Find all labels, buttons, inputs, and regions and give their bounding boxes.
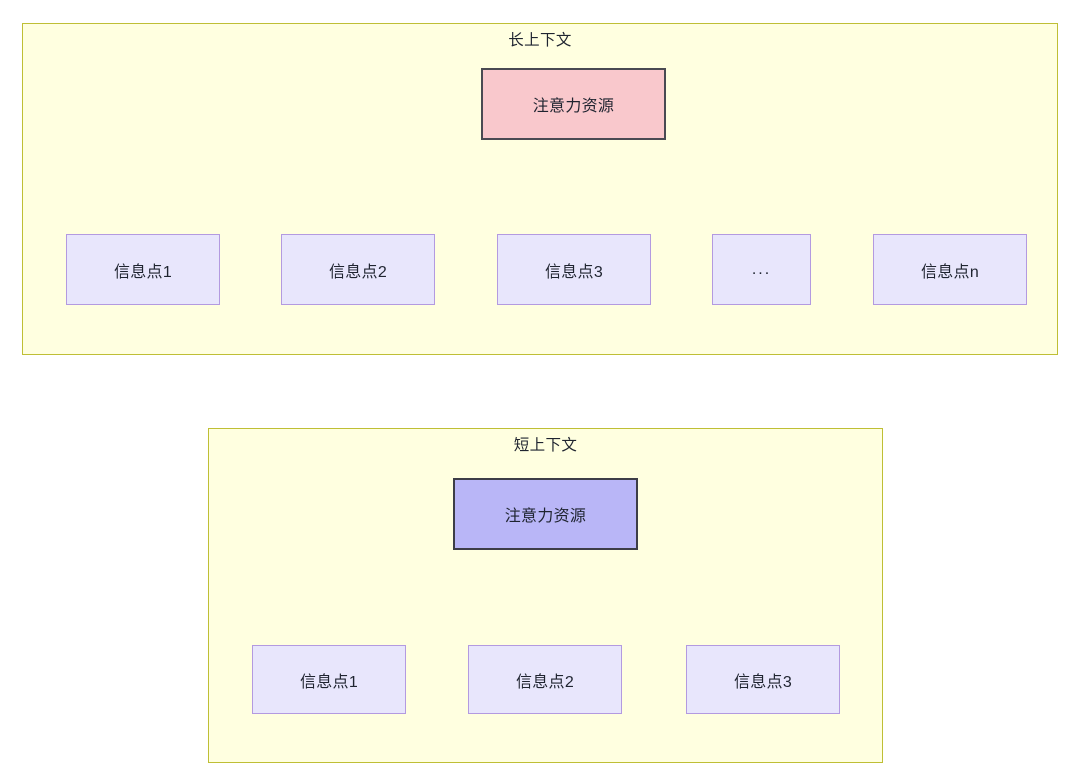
short-context-attention-node[interactable]: 注意力资源	[453, 478, 638, 550]
long-context-info-node-1[interactable]: 信息点1	[66, 234, 220, 305]
short-context-info-label-1: 信息点1	[299, 673, 359, 691]
long-context-info-label-3: 信息点3	[544, 263, 604, 281]
long-context-attention-label: 注意力资源	[532, 98, 615, 115]
long-context-attention-node[interactable]: 注意力资源	[481, 68, 666, 140]
short-context-info-node-3[interactable]: 信息点3	[686, 645, 840, 714]
short-context-info-label-2: 信息点2	[515, 673, 575, 691]
long-context-info-label-2: 信息点2	[328, 263, 388, 281]
short-context-title: 短上下文	[513, 437, 578, 454]
short-context-attention-label: 注意力资源	[504, 508, 587, 525]
long-context-info-node-3[interactable]: 信息点3	[497, 234, 651, 305]
long-context-info-label-ellipsis: ...	[751, 260, 772, 278]
long-context-info-label-n: 信息点n	[920, 263, 980, 281]
long-context-info-label-1: 信息点1	[113, 263, 173, 281]
long-context-info-node-n[interactable]: 信息点n	[873, 234, 1027, 305]
long-context-info-node-ellipsis[interactable]: ...	[712, 234, 811, 305]
short-context-info-label-3: 信息点3	[733, 673, 793, 691]
long-context-title: 长上下文	[508, 32, 572, 49]
long-context-info-node-2[interactable]: 信息点2	[281, 234, 435, 305]
short-context-info-node-1[interactable]: 信息点1	[252, 645, 406, 714]
short-context-info-node-2[interactable]: 信息点2	[468, 645, 622, 714]
